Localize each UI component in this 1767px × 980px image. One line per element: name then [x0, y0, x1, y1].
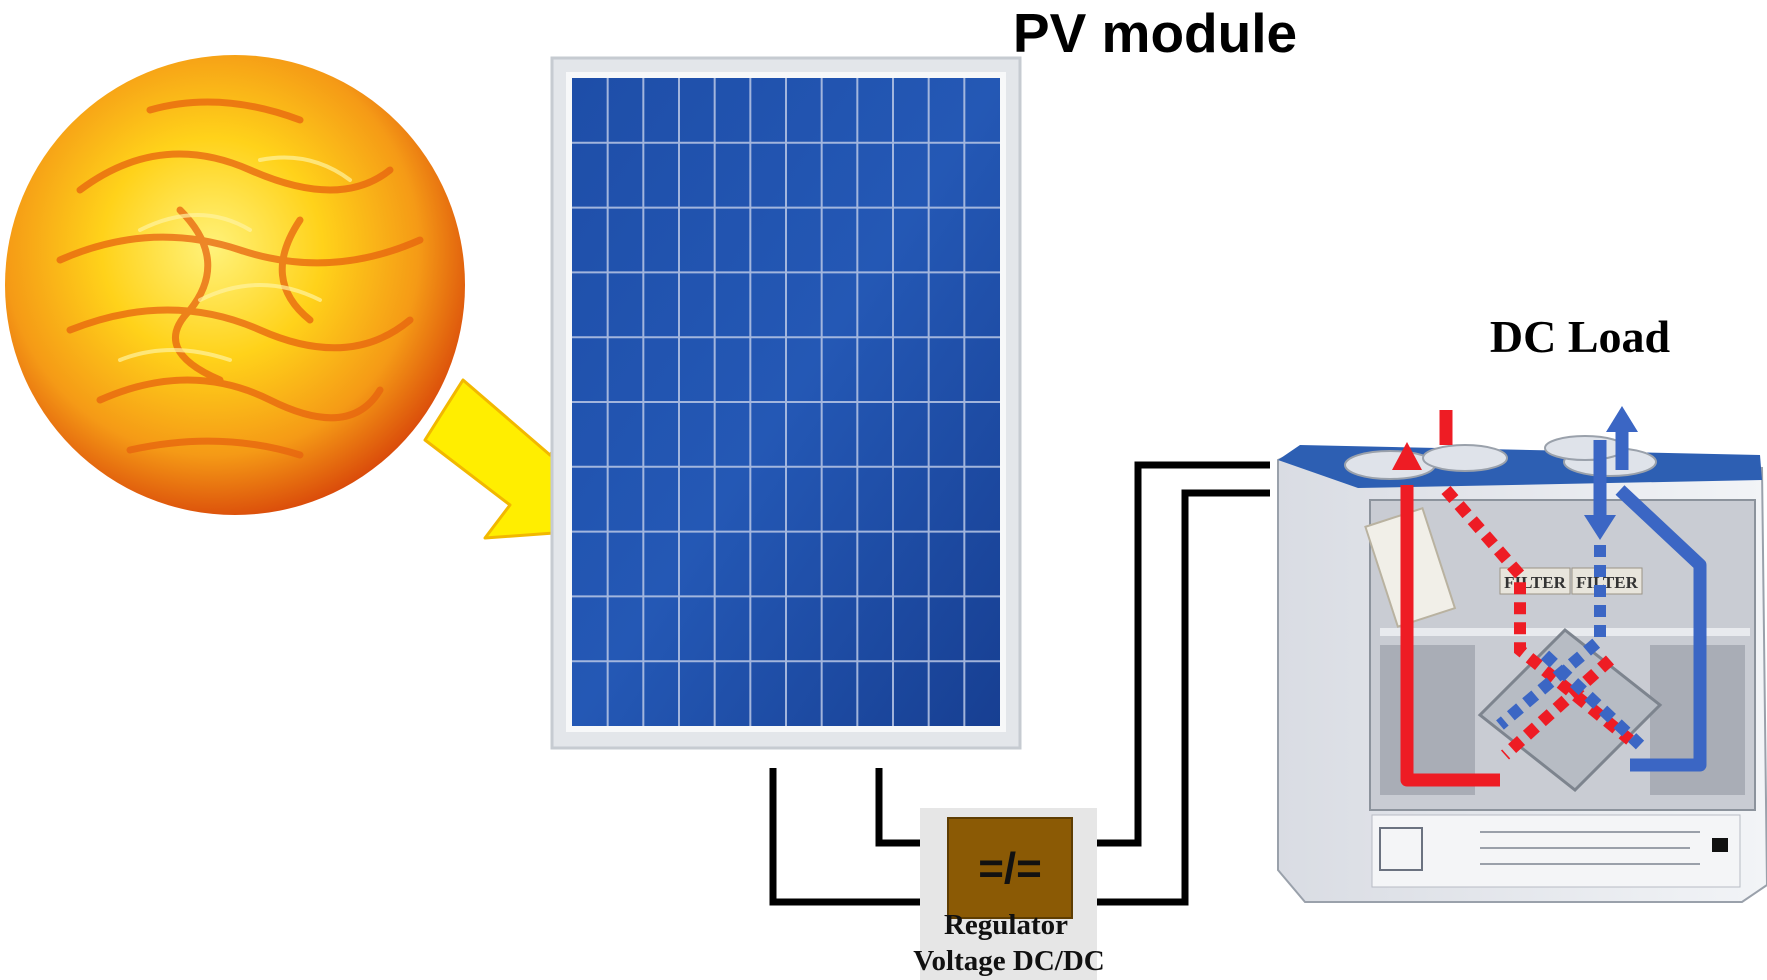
- wire-load-bottom: [1097, 489, 1270, 906]
- regulator: =/= Regulator Voltage DC/DC: [913, 808, 1105, 980]
- cold-air-flow-solid: [1615, 485, 1707, 772]
- cold-air-arrowhead-down: [1584, 515, 1616, 540]
- regulator-label-line1: Regulator: [944, 909, 1068, 941]
- hot-air-flow-solid: [1400, 485, 1500, 787]
- wire-panel-right: [875, 768, 920, 847]
- wires: [769, 461, 1270, 906]
- hot-air-flow-dashed: [1441, 486, 1634, 745]
- filter-label-right: FILTER: [1576, 573, 1638, 592]
- cold-air-arrowhead-up: [1606, 406, 1638, 432]
- dc-load-unit: FILTER FILTER: [1277, 406, 1767, 903]
- cold-air-flow-dashed: [1496, 545, 1606, 730]
- regulator-label-line2: Voltage DC/DC: [913, 945, 1104, 977]
- wire-panel-left: [769, 768, 920, 906]
- dc-load-label: DC Load: [1490, 311, 1671, 362]
- heat-exchanger-core: [1477, 627, 1663, 793]
- pv-module-label: PV module: [1013, 2, 1297, 64]
- duct-collars: [1344, 435, 1657, 480]
- regulator-symbol: =/=: [978, 844, 1042, 893]
- hot-air-arrowhead: [1392, 442, 1422, 470]
- wire-load-top: [1097, 461, 1270, 847]
- sun: [5, 55, 465, 515]
- pv-panel: [550, 56, 1022, 750]
